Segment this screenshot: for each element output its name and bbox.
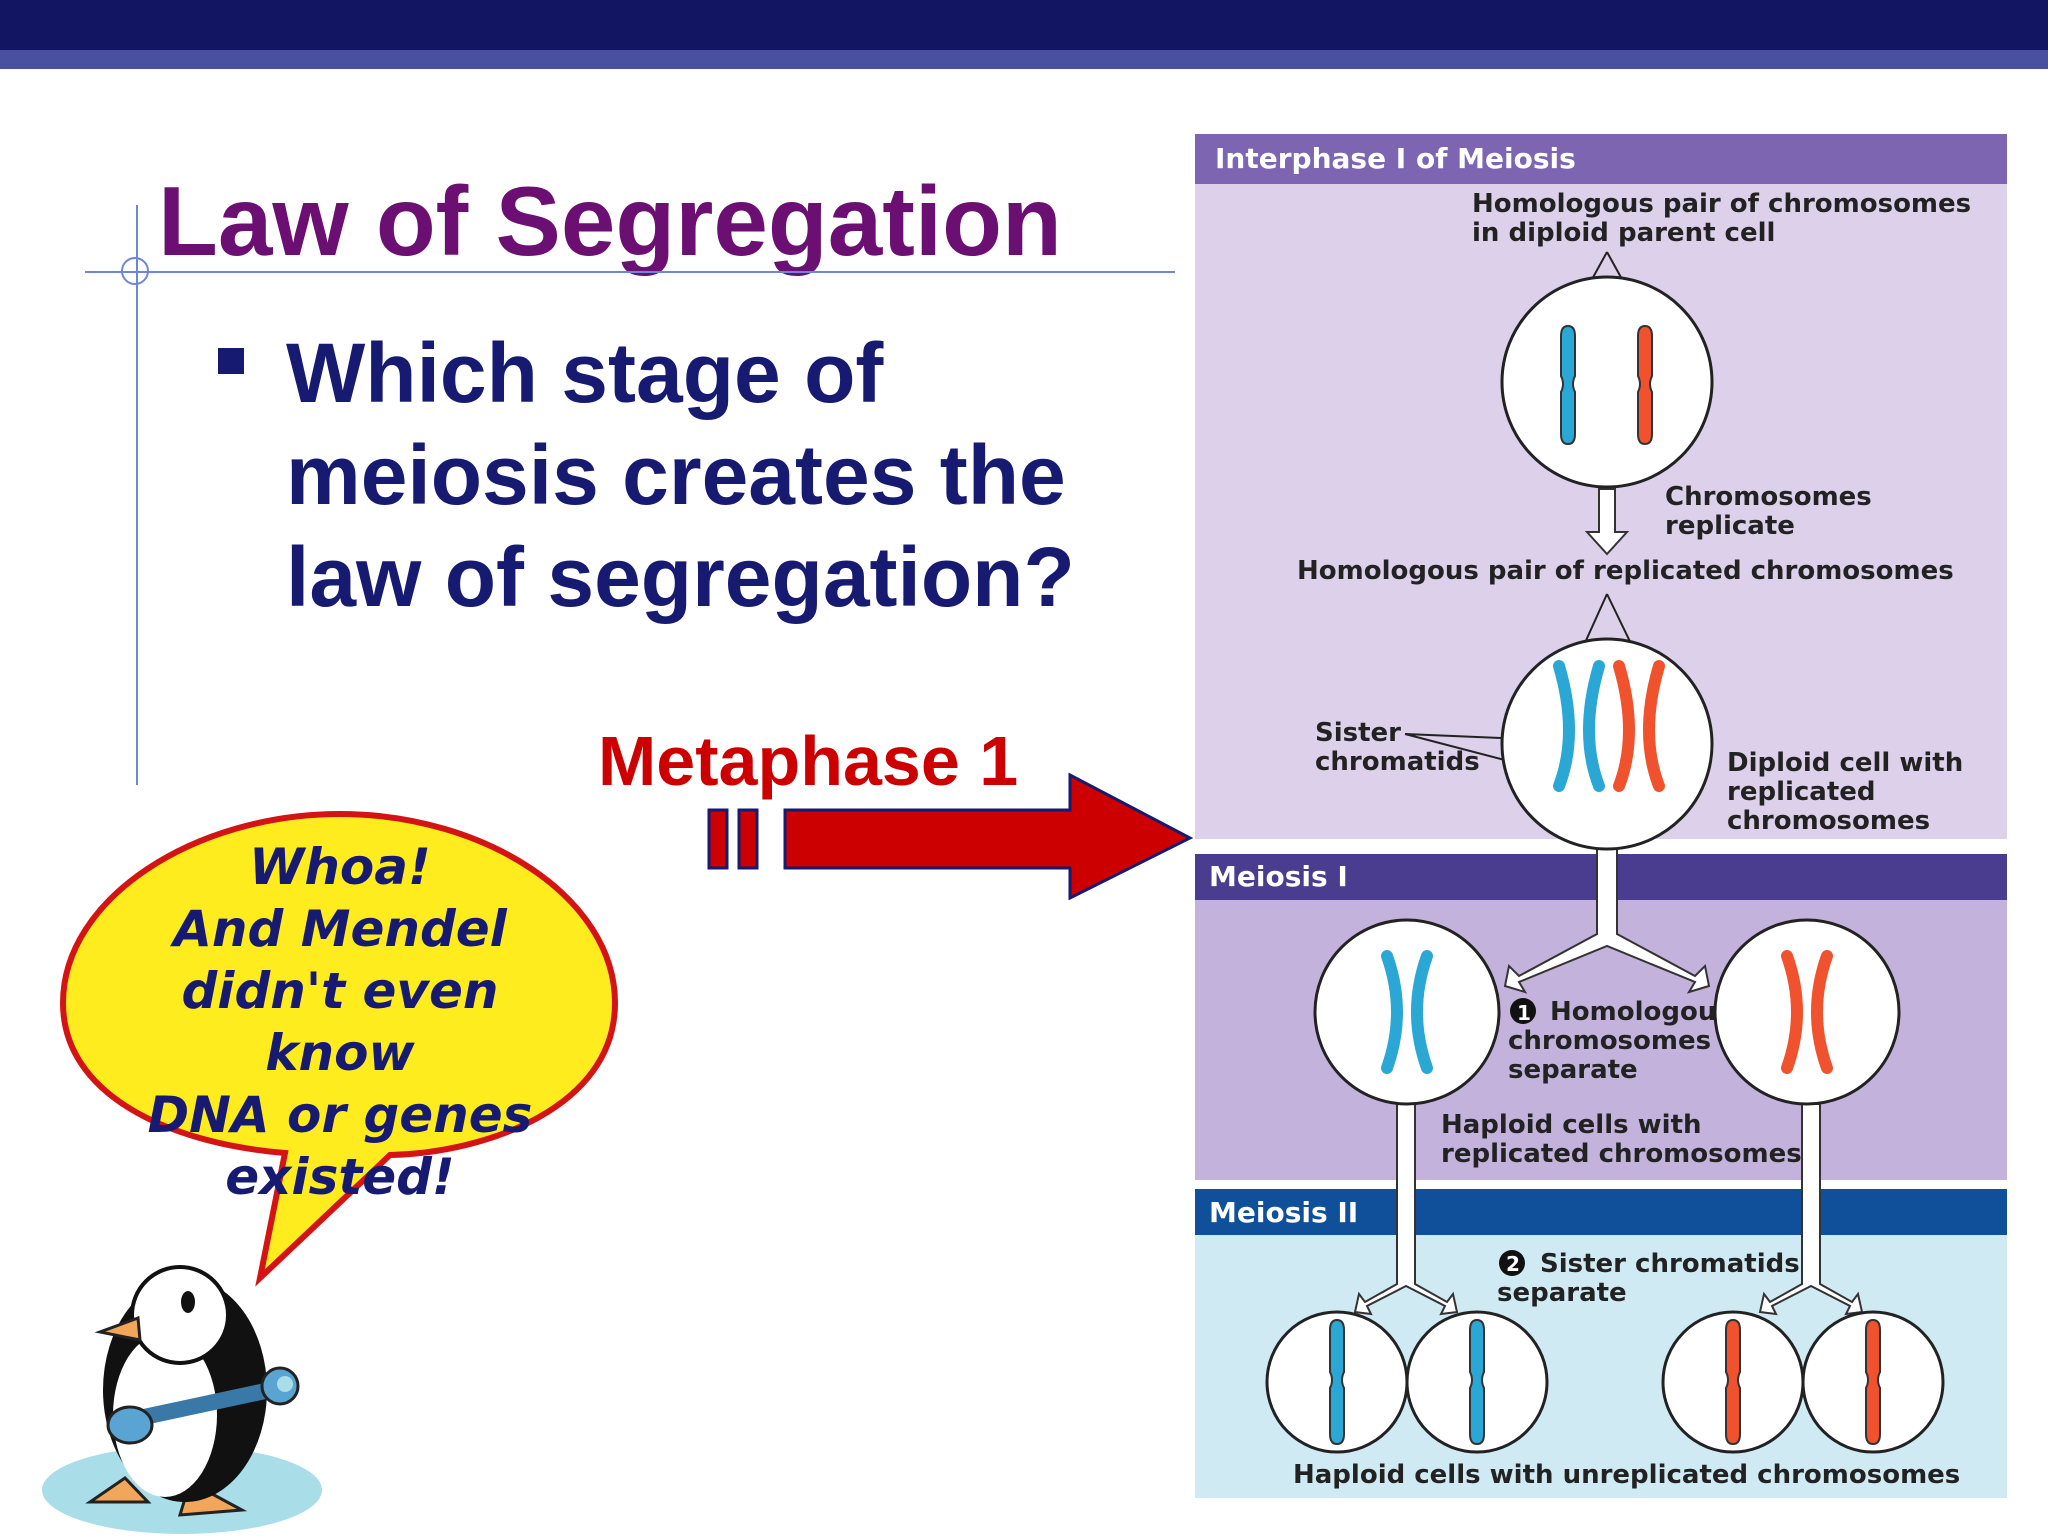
slide-title: Law of Segregation (158, 166, 1062, 276)
label-diploid: chromosomes (1727, 806, 1930, 836)
crosshair-ornament (121, 257, 149, 285)
replicated-cell (1500, 637, 1714, 851)
header-bar (0, 0, 2048, 50)
meiosis2-header (1195, 1189, 2007, 1235)
answer-text: Metaphase 1 (598, 722, 1019, 800)
label-sister: Sister (1315, 718, 1401, 748)
label-sister: chromatids (1315, 747, 1480, 777)
chromatid-red (1865, 1318, 1881, 1446)
meiosis1-title: Meiosis I (1209, 860, 1348, 893)
meiosis2-title: Meiosis II (1209, 1196, 1358, 1229)
bubble-line: DNA or genes (147, 1086, 533, 1144)
question-text: Which stage of meiosis creates the law o… (286, 326, 1075, 624)
chromosome-blue (1560, 324, 1576, 446)
replicated-chromosome-blue (1553, 660, 1605, 792)
label-diploid: replicated (1727, 777, 1876, 807)
label-diploid: Diploid cell with (1727, 748, 1963, 778)
bubble-line: And Mendel (173, 900, 507, 958)
header-accent-bar (0, 50, 2048, 69)
step2-number: 2 (1506, 1252, 1520, 1276)
label-step2: Sister chromatids (1540, 1249, 1800, 1279)
haploid-chromosome-blue (1381, 950, 1433, 1074)
speech-bubble-text: Whoa! And Mendel didn't even know DNA or… (100, 836, 580, 1208)
bullet-square-icon (218, 348, 244, 374)
label-replicate: replicate (1665, 511, 1795, 541)
label-homologous-pair: Homologous pair of chromosomes (1472, 189, 1971, 219)
label-step2: separate (1497, 1278, 1627, 1308)
title-underline (85, 271, 1175, 273)
replicated-chromosome-red (1613, 660, 1665, 792)
haploid-cell-blue (1313, 918, 1501, 1106)
label-step1: separate (1508, 1055, 1638, 1085)
label-step1: Homologous (1550, 997, 1732, 1027)
bubble-line: didn't even know (181, 962, 499, 1082)
penguin-mascot-icon (42, 1265, 322, 1534)
step2-badge (1499, 1250, 1525, 1276)
parent-cell (1500, 275, 1714, 489)
meiosis-diagram: Interphase I of Meiosis Meiosis I Meiosi… (1195, 134, 2007, 1498)
interphase-header (1195, 134, 2007, 184)
label-replicate: Chromosomes (1665, 482, 1872, 512)
red-arrow-icon (707, 772, 1194, 900)
left-guide-line (136, 205, 138, 785)
step1-badge (1510, 998, 1536, 1024)
label-haploid-unreplicated: Haploid cells with unreplicated chromoso… (1293, 1460, 1960, 1490)
label-haploid-replicated: replicated chromosomes (1441, 1139, 1802, 1169)
chromatid-red (1725, 1318, 1741, 1446)
haploid-cell-red (1713, 918, 1901, 1106)
chromatid-blue (1469, 1318, 1485, 1446)
chromatid-blue (1329, 1318, 1345, 1446)
interphase-title: Interphase I of Meiosis (1215, 142, 1576, 175)
label-step1: chromosomes (1508, 1026, 1711, 1056)
chromosome-red (1637, 324, 1653, 446)
haploid-chromosome-red (1781, 950, 1833, 1074)
label-haploid-replicated: Haploid cells with (1441, 1110, 1702, 1140)
label-replicated-pair: Homologous pair of replicated chromosome… (1297, 556, 1954, 586)
bubble-line: existed! (225, 1148, 455, 1206)
bubble-line: Whoa! (249, 838, 431, 896)
label-homologous-pair: in diploid parent cell (1472, 218, 1775, 248)
step1-number: 1 (1517, 1001, 1531, 1025)
speech-bubble (59, 810, 619, 1287)
